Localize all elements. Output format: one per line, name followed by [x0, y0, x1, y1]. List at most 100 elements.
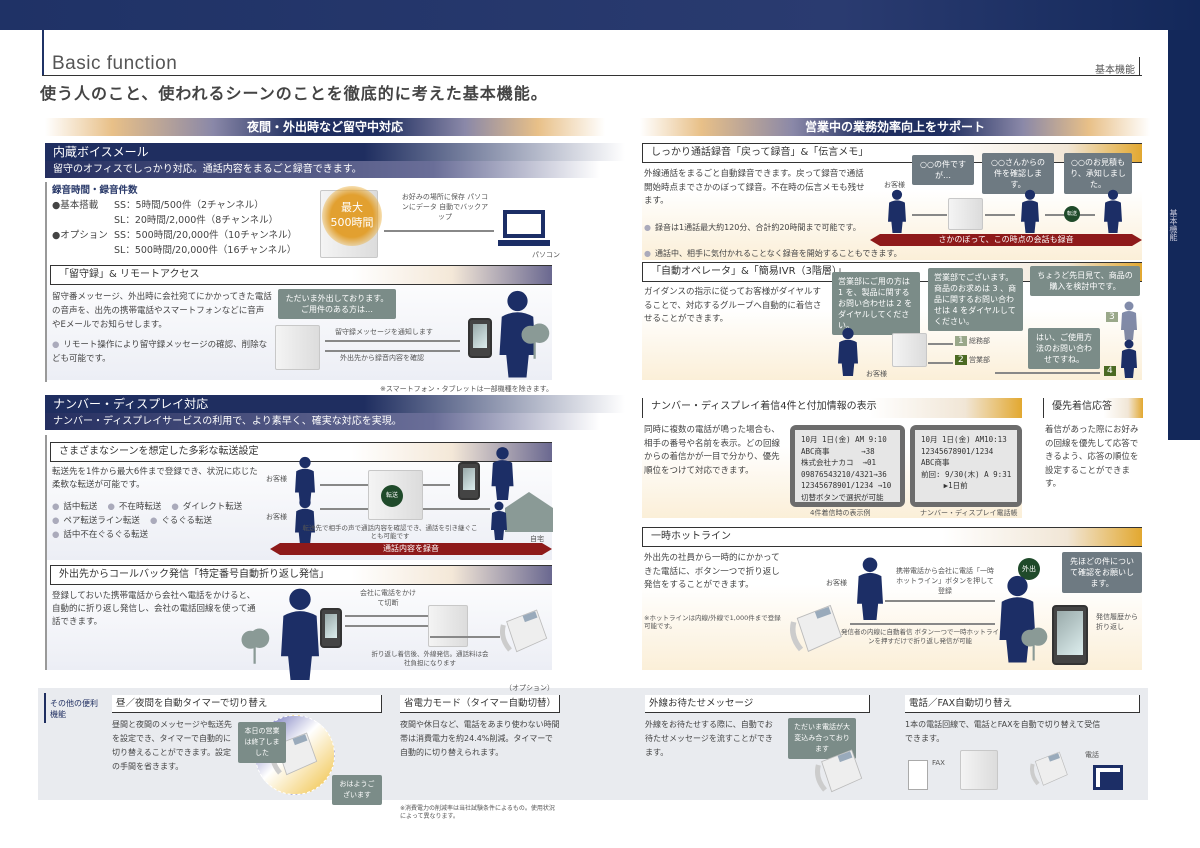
pc-label: パソコン	[532, 251, 560, 259]
tel-label: 電話	[1085, 751, 1099, 759]
nd4-body: 同時に複数の電話が鳴った場合も、相手の番号や名前を表示。どの回線からの着信かが一…	[644, 425, 781, 476]
arrow-label: 会社に電話をかけて切断	[360, 589, 416, 607]
caller-label: お客様	[826, 579, 847, 587]
transfer-body: 転送先を1件から最大6件まで登録でき、状況に応じた柔軟な転送が可能です。	[52, 467, 258, 490]
capacity-badge: 最大 500時間	[322, 186, 382, 246]
tree-icon	[1021, 627, 1048, 661]
left-banner: 夜間・外出時など留守中対応	[45, 118, 605, 136]
smartphone-icon	[468, 318, 492, 358]
arrow-label: 留守録メッセージを通知します	[335, 328, 433, 336]
footnote: ※スマートフォン・タブレットは一部機種を除きます。	[380, 385, 553, 393]
title-underline	[42, 75, 1142, 76]
left-rule	[45, 435, 47, 670]
person-icon	[888, 189, 906, 233]
smartphone-icon	[320, 608, 342, 648]
hotline-title: 一時ホットライン	[642, 527, 1142, 547]
lcd-line: 09876543210/4321→36	[801, 469, 887, 479]
arrow	[345, 625, 430, 627]
route-4: 4	[1104, 366, 1116, 376]
transfer-badge: 転送	[381, 485, 403, 507]
arrow	[325, 350, 460, 352]
pbx-device	[428, 605, 468, 647]
speech-bubble: ○○の件ですが…	[912, 155, 974, 185]
fax-label: FAX	[932, 759, 945, 767]
voicemail-subtitle: 留守のオフィスでしっかり対応。通話内容をまるごと録音できます。	[45, 161, 600, 178]
nd4-title: ナンバー・ディスプレイ着信4件と付加情報の表示	[642, 398, 1022, 418]
spec-line: SS：500時間/20,000件（10チャンネル）	[114, 230, 297, 241]
record-bullet: 録音は1通話最大約120分、合計約20時間まで可能です。	[644, 222, 864, 233]
arrow	[850, 623, 995, 625]
caller-label: お客様	[266, 475, 287, 483]
speech-bubble: ただいま電話が大変込み合っております	[788, 718, 856, 759]
side-label: 基本機能	[1169, 209, 1178, 241]
remote-title: 「留守録」& リモートアクセス	[50, 265, 552, 285]
lcd-line: 12345678901/1234	[921, 446, 994, 456]
card-title: 外線お待たせメッセージ	[645, 695, 870, 713]
other-label: その他の便利機能	[50, 699, 98, 719]
desk-phone-icon	[500, 605, 550, 655]
person-icon	[1021, 189, 1039, 233]
left-rule	[45, 182, 47, 382]
arrow	[985, 214, 1015, 216]
person-icon	[491, 447, 514, 500]
speech-bubble: 営業部にご用の方は 1 を、製品に関するお問い合わせは 2 をダイヤルしてくださ…	[832, 272, 920, 335]
lcd-line: 12345678901/1234 →10	[801, 481, 892, 490]
pbx-device	[275, 325, 320, 370]
record-arrow: 通話内容を録音	[270, 543, 552, 555]
record-body: 外線通話をまるごと自動録音できます。戻って録音で通話開始時点までさかのぼって録音…	[644, 169, 865, 206]
tree-icon	[241, 628, 270, 664]
person-icon	[1104, 189, 1122, 233]
desk-phone-icon	[815, 745, 865, 795]
status-badge: 外出	[1018, 558, 1040, 580]
badge-line: 500時間	[330, 216, 374, 229]
route-1: 1 総務部	[955, 336, 990, 346]
card-title: 昼／夜間を自動タイマーで切り替え	[112, 695, 382, 713]
priority-title: 優先着信応答	[1043, 398, 1143, 418]
lcd-line: 切替ボタンで選択が可能	[801, 492, 884, 502]
label-bar	[44, 693, 46, 723]
route-number: 3	[1106, 312, 1118, 322]
caller-label: お客様	[884, 181, 905, 189]
title-bar	[42, 30, 44, 76]
right-banner: 営業中の業務効率向上をサポート	[640, 118, 1150, 136]
hotline-note: ※ホットラインは内線/外線で1,000件まで登録可能です。	[644, 614, 781, 630]
ivr-body: ガイダンスの指示に従ってお客様がダイヤルすることで、対応するグループへ自動的に着…	[644, 287, 822, 324]
lcd-line: 10月 1日(金) AM10:13	[921, 435, 1007, 444]
person-icon	[1121, 339, 1137, 378]
smartphone-icon	[458, 462, 480, 500]
lcd-line: ▶1日前	[921, 481, 968, 490]
lcd-caption: ナンバー・ディスプレイ電話帳	[920, 509, 1018, 517]
arrow	[912, 214, 947, 216]
page-title: Basic function	[52, 53, 178, 74]
speech-bubble: ○○さんからの件を確認します。	[982, 153, 1054, 194]
person-icon	[857, 557, 883, 620]
speech-bubble: 本日の営業は終了しました	[238, 722, 286, 763]
remote-bullet: リモート操作により留守録メッセージの確認、削除なども可能です。	[52, 338, 272, 366]
backup-label: お好みの場所に保存 パソコンにデータ 自動でバックアップ	[401, 193, 489, 221]
arrow-label: 携帯電話から会社に電話「一時ホットライン」ボタンを押して登録	[896, 567, 994, 595]
route-3: 3	[1106, 312, 1118, 322]
spec-label: ●基本搭載	[52, 200, 99, 211]
spec-line: SL：20時間/2,000件（8チャンネル）	[114, 215, 279, 226]
arrow	[928, 362, 953, 364]
arrow	[325, 340, 460, 342]
desk-phone-icon	[790, 600, 845, 655]
arrow-label: 折り返し着信後、外線発信。通話料は会社負担になります	[371, 650, 489, 667]
card-title: 電話／FAX自動切り替え	[905, 695, 1140, 713]
badge-line: 最大	[341, 201, 363, 214]
option: 話中不在ぐるぐる転送	[52, 528, 148, 542]
card-body: 昼間と夜間のメッセージや転送先を設定でき、タイマーで自動的に切り替えることができ…	[112, 720, 232, 771]
speech-bubble: ○○のお見積もり、承知しました。	[1064, 153, 1132, 194]
fax-machine-icon	[1093, 765, 1123, 790]
pc-icon	[503, 210, 545, 238]
speech-bubble: おはようございます	[332, 775, 382, 805]
callback-body: 登録しておいた携帯電話から会社へ電話をかけると、自動的に折り返し発信し、会社の電…	[52, 591, 256, 627]
transfer-options: 話中転送 不在時転送 ダイレクト転送 ペア転送ライン転送 ぐるぐる転送 話中不在…	[52, 500, 257, 542]
lcd-line: ABC商事 →38	[801, 446, 875, 456]
caller-label: お客様	[866, 370, 887, 378]
card-body: 外線をお待たせする際に、自動でお待たせメッセージを流すことができます。	[645, 720, 773, 757]
side-tab: 基本機能	[1168, 30, 1200, 440]
speech-bubble: ただいま外出しております。ご用件のある方は…	[278, 289, 396, 319]
route-2: 2 営業部	[955, 355, 990, 365]
